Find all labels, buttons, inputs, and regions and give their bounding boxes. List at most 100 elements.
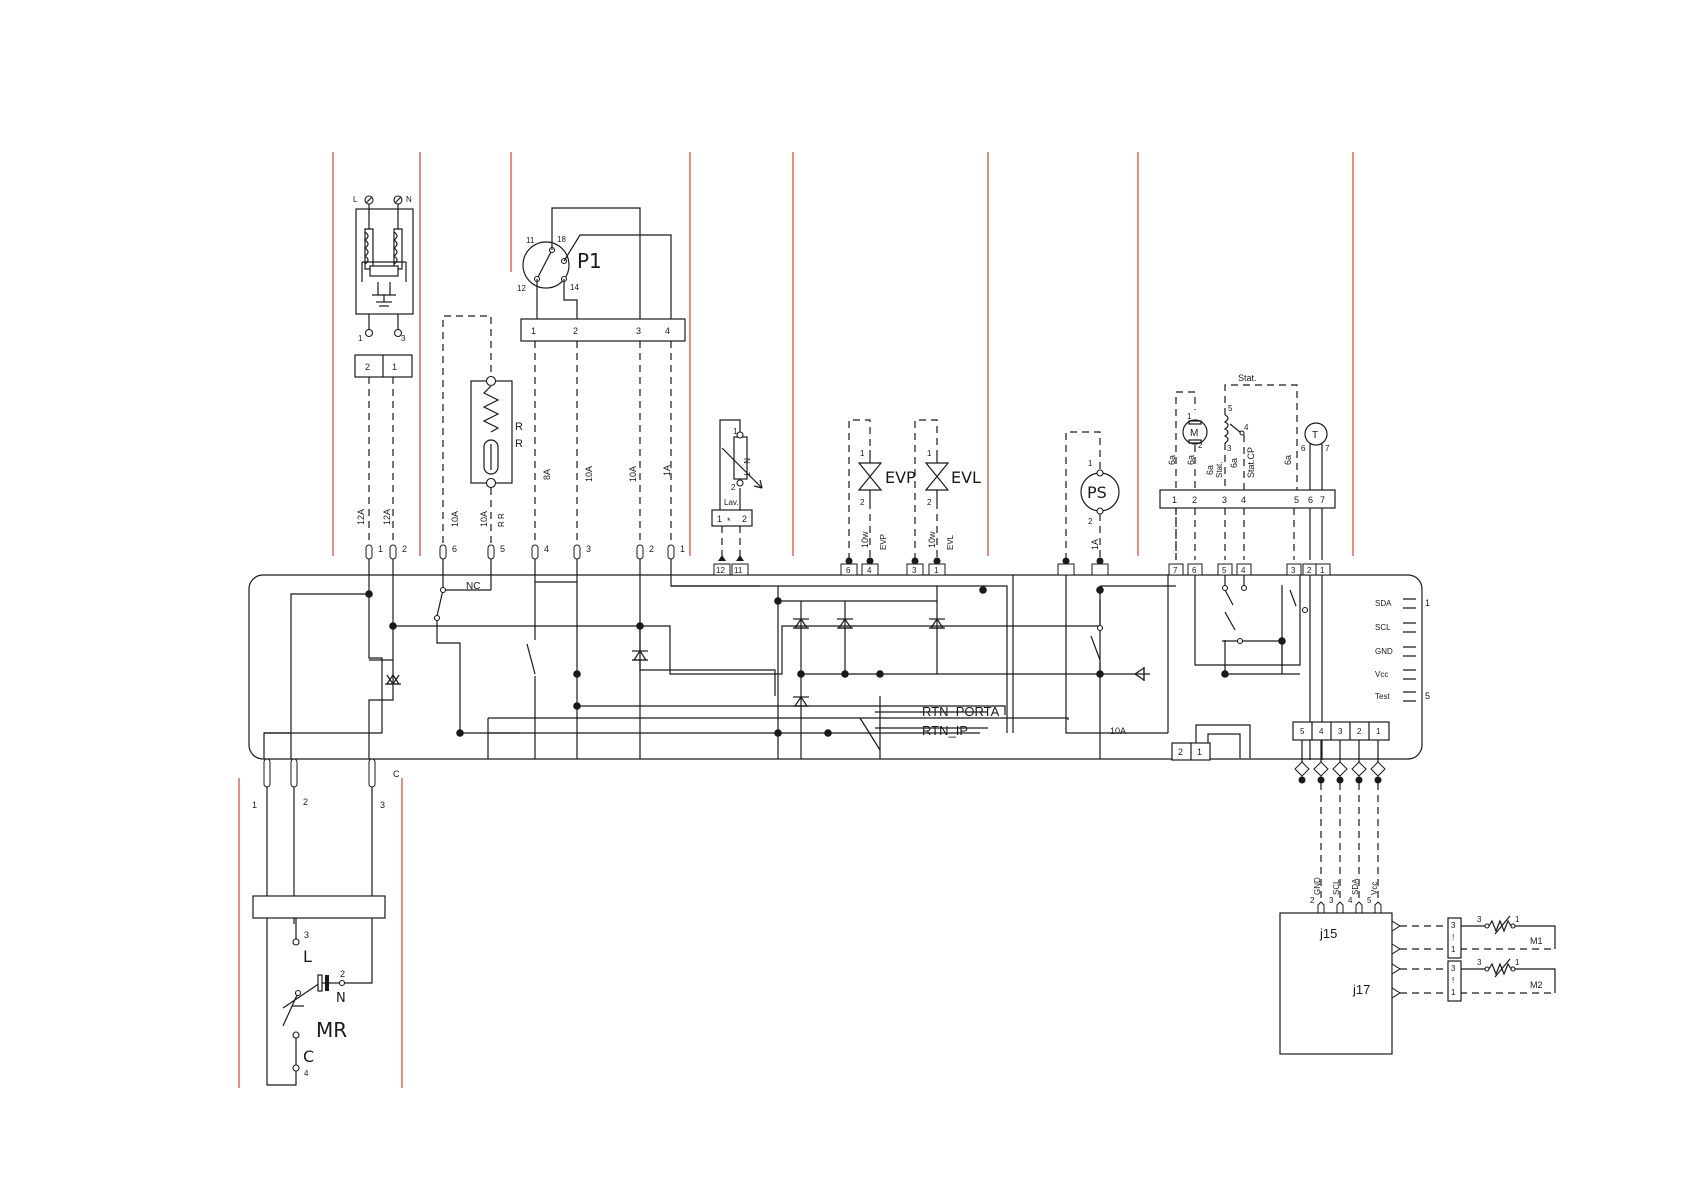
heater-rating-1: 10A	[450, 511, 460, 527]
top-pin-dl-1: 1	[378, 544, 383, 554]
evl-rating: 10w	[927, 531, 937, 548]
evl-end-2: 2	[927, 498, 932, 507]
motor-label: M	[1190, 428, 1198, 439]
svg-text:!: !	[1452, 976, 1454, 985]
mr-n-label: N	[336, 991, 346, 1006]
j15-label: j15	[1319, 926, 1337, 941]
motor-terminal-4: 4	[1241, 495, 1246, 505]
mr-pin-4: 4	[304, 1069, 309, 1078]
top-pin-v-3: 3	[912, 566, 917, 575]
j-signal-scl: SCL	[1332, 879, 1341, 895]
j17-label: j17	[1352, 982, 1370, 997]
svg-text:*: *	[727, 516, 731, 526]
control-board	[248, 574, 1423, 760]
top-pin-m-1: 1	[1320, 566, 1325, 575]
lav-pin-t: T	[742, 472, 751, 477]
motor-terminal-3: 3	[1222, 495, 1227, 505]
j-port-2: 2	[1310, 896, 1315, 905]
heater: R R 10A 10A R R	[442, 315, 523, 555]
m2-port-3: 3	[1477, 958, 1482, 967]
ps-label: PS	[1087, 483, 1107, 502]
motor-pin-4: 4	[1244, 423, 1249, 432]
m2-label: M2	[1530, 980, 1543, 990]
rtn-porta-label: RTN_PORTA	[922, 704, 1000, 719]
door-lock: L N 1 3 2 1 12A 12A	[353, 195, 414, 555]
bus-term-2: 2	[1357, 727, 1362, 736]
evl-end-1: 1	[927, 449, 932, 458]
top-pin-lav-12: 12	[716, 566, 725, 575]
bus-terminal: 5 4 3 2 1	[1292, 721, 1390, 905]
mr-pin-3: 3	[304, 930, 309, 940]
mr-pin-2: 2	[340, 969, 345, 979]
top-pin-v-4: 4	[867, 566, 872, 575]
top-pin-v-1: 1	[934, 566, 939, 575]
door-lock-l-label: L	[353, 195, 358, 204]
lav-pin-n: N	[742, 458, 751, 464]
top-pin-dl-2: 2	[402, 544, 407, 554]
bus-vcc: Vcc	[1375, 670, 1388, 679]
bus-num-5: 5	[1425, 691, 1430, 701]
motor-pin-5: 5	[1228, 404, 1233, 413]
m2-port-1: 1	[1515, 958, 1520, 967]
top-pin-m-5: 5	[1222, 566, 1227, 575]
evp-label: EVP	[885, 468, 916, 487]
ps-rating: 1A	[1090, 539, 1100, 550]
evp-rating: 10w	[860, 531, 870, 548]
pressostat-terminal-3: 3	[636, 326, 641, 336]
m1-port-3: 3	[1477, 915, 1482, 924]
motor-terminal-7: 7	[1320, 495, 1325, 505]
svg-text:!: !	[1452, 933, 1454, 942]
door-lock-rating-1: 12A	[356, 509, 366, 525]
lav-pin-1: 1	[733, 427, 738, 436]
top-pin-rr-6: 6	[452, 544, 457, 554]
rtn-ip-label: RTN_IP	[922, 723, 968, 738]
door-lock-rating-2: 12A	[382, 509, 392, 525]
evp-end-1: 1	[860, 449, 865, 458]
door-lock-terminal-2: 2	[365, 362, 370, 372]
motor-group: M 1 2 5 4 3 Stat. T 6 7 6a 6a 6a 6a Stat…	[1159, 373, 1336, 560]
top-pin-p-4: 4	[544, 544, 549, 554]
evl-label: EVL	[951, 468, 981, 487]
nc-label: NC	[466, 581, 480, 592]
m1-box-3: 3	[1451, 921, 1456, 930]
lav-ntc-sensor: N T 1 2 Lav. 1 * 2	[711, 419, 763, 560]
ps-end-2: 2	[1088, 517, 1093, 526]
internal-rating: 10A	[1110, 726, 1126, 736]
m2-box-1: 1	[1451, 988, 1456, 997]
bottom-pin-1: 1	[252, 800, 257, 810]
top-pin-m-6: 6	[1192, 566, 1197, 575]
pressostat-pin-11: 11	[526, 236, 535, 245]
lav-box-1: 1	[717, 514, 722, 524]
junction-dots	[365, 586, 1286, 737]
bus-num-1: 1	[1425, 598, 1430, 608]
ps-end-1: 1	[1088, 459, 1093, 468]
lav-box-2: 2	[742, 514, 747, 524]
motor-terminal-box	[1159, 489, 1336, 509]
thermo-pin-6: 6	[1301, 444, 1306, 453]
bottom-pin-2: 2	[303, 797, 308, 807]
switch-contacts	[433, 584, 1309, 645]
pressostat-terminal-1: 1	[531, 326, 536, 336]
pressostat-rating-2: 10A	[584, 466, 594, 482]
bus-gnd: GND	[1375, 647, 1393, 656]
bus-term-3: 3	[1338, 727, 1343, 736]
pressostat-terminal-2: 2	[573, 326, 578, 336]
bus-term-4: 4	[1319, 727, 1324, 736]
pressostat-rating-1: 8A	[542, 469, 552, 480]
c-label: C	[393, 769, 400, 779]
top-pin-p-1: 1	[680, 544, 685, 554]
pressostat-rating-4: 1A	[662, 465, 672, 476]
pressostat-pin-18: 18	[557, 235, 566, 244]
motor-statcp-label: Stat.CP	[1246, 447, 1256, 478]
motor-rating-4: 6a	[1229, 458, 1239, 468]
motor-terminal-6: 6	[1308, 495, 1313, 505]
top-pin-m-7: 7	[1173, 566, 1178, 575]
triacs	[385, 617, 1145, 707]
heater-label-r2: R	[515, 438, 523, 450]
pressostat-label: P1	[577, 249, 602, 273]
valve-evp: 1 2 EVP 10w EVP	[848, 419, 916, 560]
pressostat-terminal-4: 4	[665, 326, 670, 336]
door-lock-n-label: N	[406, 195, 412, 204]
display-module: GND SCL SDA Vcc 2 3 4 5 j15 j17 3 ! 1 3 …	[1279, 877, 1556, 1055]
